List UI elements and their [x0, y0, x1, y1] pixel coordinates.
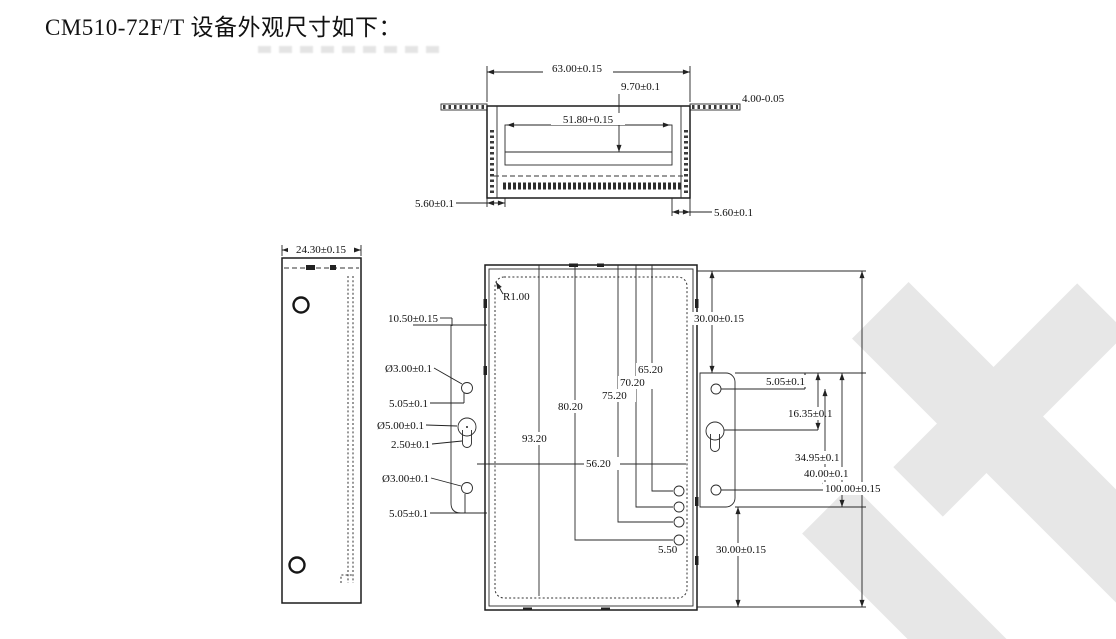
page-title: CM510-72F/T 设备外观尺寸如下：: [45, 15, 403, 40]
dim-edge-step: 4.00-0.05: [742, 93, 785, 105]
led-holes: [673, 485, 685, 546]
side-view: 24.30±0.15: [281, 244, 362, 604]
right-bracket-hole-bottom: [710, 484, 722, 496]
dim-label-edge-step: 4.00-0.05: [742, 93, 785, 105]
watermark-band: [802, 484, 1078, 639]
dim-label-rb-plate-height: 40.00±0.1: [804, 468, 849, 480]
dim-corner-radius: R1.00: [495, 281, 530, 303]
dim-label-corner-radius: R1.00: [503, 291, 530, 303]
watermark-band: [852, 282, 1116, 639]
left-bracket-hole-top: [461, 382, 473, 394]
dim-bottom-right-offset: 30.00±0.15: [697, 507, 866, 608]
dim-keyhole-slot: 2.50±0.1: [391, 439, 463, 451]
dim-label-inner-width: 51.80+0.15: [563, 114, 614, 126]
dim-rb-top-hole-offset: 5.05±0.1: [764, 373, 808, 389]
dim-label-93-20: 93.20: [522, 433, 547, 445]
front-view: R1.00 65.20 70.20 75.20 80.20 93: [477, 263, 866, 611]
dim-label-75-20: 75.20: [602, 390, 627, 402]
ordinate-labels: 65.20 70.20 75.20 80.20 93.20 56.20 5.50: [520, 363, 678, 556]
right-bracket-keyhole: [705, 421, 725, 452]
front-view-outline: [484, 264, 698, 611]
top-view: 63.00±0.15 9.70±0.1 4.00-0.05 51.80+0.15…: [415, 62, 785, 219]
dim-rb-overall-height: 100.00±0.15: [823, 271, 885, 607]
dim-label-56-20: 56.20: [586, 458, 611, 470]
dim-label-led-pitch: 5.50: [658, 544, 678, 556]
dim-label-rb-overall-height: 100.00±0.15: [825, 483, 881, 495]
left-bracket-keyhole: [457, 417, 477, 448]
dim-bottom-hole-dia: Ø3.00±0.1: [382, 473, 462, 487]
dim-overall-width: 63.00±0.15: [486, 62, 691, 102]
dim-label-keyhole-slot: 2.50±0.1: [391, 439, 430, 451]
dim-keyhole-dia: Ø5.00±0.1: [377, 420, 458, 432]
dim-label-bottom-hole-offset: 5.05±0.1: [389, 508, 428, 520]
dim-right-wall: 5.60±0.1: [671, 198, 753, 219]
dim-top-hole-dia: Ø3.00±0.1: [385, 363, 463, 385]
dim-label-side-width: 24.30±0.15: [296, 244, 347, 256]
left-bracket-hole-bottom: [461, 482, 473, 494]
right-mounting-bracket: 5.05±0.1 16.35±0.1 34.95±0.1 40.00±0.1 1…: [699, 271, 885, 607]
dim-label-top-hole-offset: 5.05±0.1: [389, 398, 428, 410]
dim-top-offset: 10.50±0.15: [388, 313, 453, 326]
dim-label-bottom-hole-dia: Ø3.00±0.1: [382, 473, 429, 485]
dim-label-right-wall: 5.60±0.1: [714, 207, 753, 219]
dim-label-bottom-right-offset: 30.00±0.15: [716, 544, 767, 556]
side-hole-bottom: [288, 556, 306, 574]
dim-bottom-hole-offset: 5.05±0.1: [389, 494, 466, 520]
dim-label-65-20: 65.20: [638, 364, 663, 376]
dim-label-rb-keyhole-offset: 16.35±0.1: [788, 408, 833, 420]
dim-inner-width: 51.80+0.15: [507, 113, 670, 128]
dim-left-wall: 5.60±0.1: [415, 198, 506, 210]
dim-side-width: 24.30±0.15: [281, 244, 362, 256]
dim-top-hole-offset: 5.05±0.1: [389, 393, 465, 410]
dim-label-overall-width: 63.00±0.15: [552, 63, 603, 75]
dim-label-rb-top-hole-offset: 5.05±0.1: [766, 376, 805, 388]
dim-label-top-right-offset: 30.00±0.15: [694, 313, 745, 325]
dim-label-keyhole-dia: Ø5.00±0.1: [377, 420, 424, 432]
dim-label-top-offset: 10.50±0.15: [388, 313, 439, 325]
side-view-outline: [281, 257, 362, 604]
right-bracket-hole-top: [710, 383, 722, 395]
watermark: [802, 282, 1116, 639]
right-bracket-outline: [699, 372, 736, 508]
left-mounting-bracket: 10.50±0.15 Ø3.00±0.1 5.05±0.1 Ø5.00±0.1 …: [377, 313, 487, 520]
dim-label-top-hole-dia: Ø3.00±0.1: [385, 363, 432, 375]
dim-label-80-20: 80.20: [558, 401, 583, 413]
dim-slot-depth: 9.70±0.1: [616, 81, 660, 152]
edge-hatch-marks: [483, 263, 699, 611]
watermark-band: [893, 283, 1116, 517]
dim-top-right-offset: 30.00±0.15: [692, 270, 866, 373]
dim-label-70-20: 70.20: [620, 377, 645, 389]
dim-label-slot-depth: 9.70±0.1: [621, 81, 660, 93]
faded-print-artifact: [258, 46, 444, 53]
ordinate-lines: [477, 265, 686, 596]
side-hole-top: [292, 296, 310, 314]
dim-label-rb-bottom-hole-offset: 34.95±0.1: [795, 452, 840, 464]
dim-label-left-wall: 5.60±0.1: [415, 198, 454, 210]
